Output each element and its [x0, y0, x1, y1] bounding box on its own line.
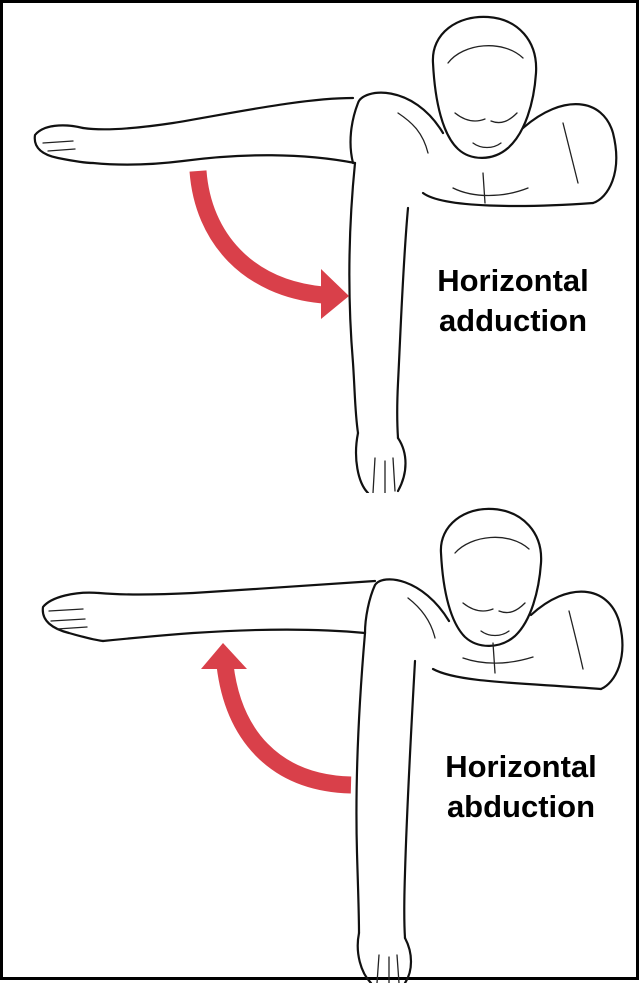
torso-icon [351, 93, 617, 206]
head-icon [433, 17, 536, 158]
abduction-label-line-1: Horizontal [421, 747, 621, 787]
figure-adduction-icon [3, 3, 639, 493]
abduction-label-line-2: abduction [421, 787, 621, 827]
outstretched-arm-icon [43, 581, 375, 641]
adduction-label: Horizontal adduction [408, 261, 618, 341]
figure-abduction-icon [3, 493, 639, 983]
head-icon [441, 509, 541, 646]
hanging-arm-icon [356, 633, 415, 983]
adduction-panel: Horizontal adduction [3, 3, 639, 493]
abduction-label: Horizontal abduction [421, 747, 621, 827]
abduction-panel: Horizontal abduction [3, 493, 639, 983]
adduction-label-line-1: Horizontal [408, 261, 618, 301]
torso-icon [365, 579, 622, 689]
hanging-arm-icon [349, 163, 408, 493]
adduction-arrow-icon [198, 171, 349, 319]
adduction-label-line-2: adduction [408, 301, 618, 341]
outstretched-arm-icon [35, 98, 355, 165]
abduction-arrow-icon [201, 643, 351, 785]
